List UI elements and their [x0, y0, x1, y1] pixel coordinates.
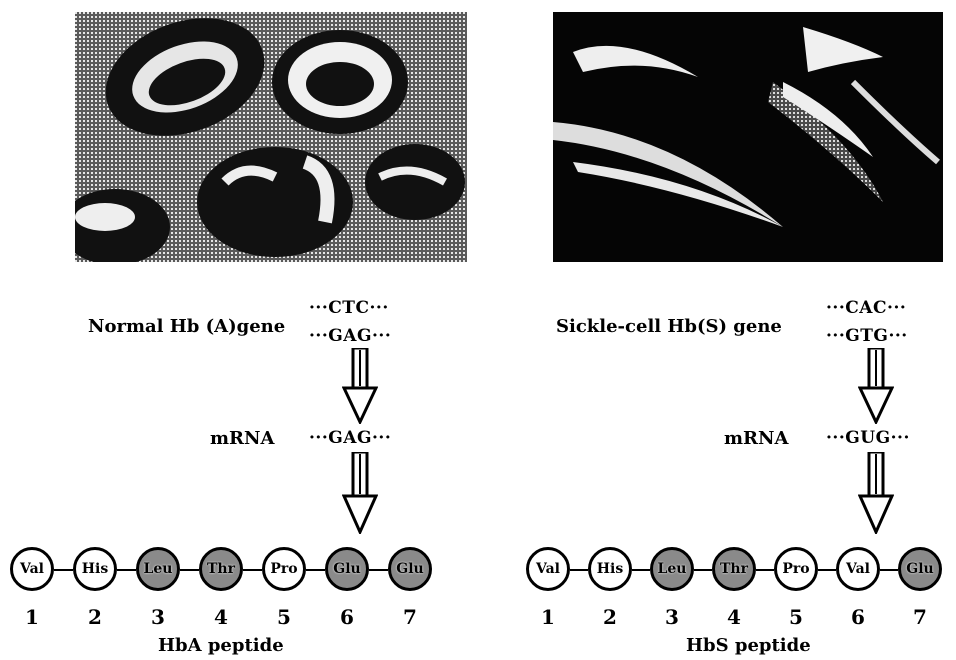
- amino-acid-residue: Val: [526, 547, 570, 591]
- codon-text: CAC: [845, 298, 887, 318]
- codon-text: GTG: [845, 326, 888, 346]
- hbs-caption: HbS peptide: [686, 635, 811, 656]
- residue-position-number: 4: [199, 605, 243, 629]
- translation-arrow: [858, 452, 894, 534]
- sickle-dna-bottom-strand: ···GTG···: [826, 326, 908, 346]
- strand-dots: ···: [826, 298, 845, 318]
- residue-name: Glu: [396, 561, 423, 577]
- sickle-mrna-label: mRNA: [724, 428, 788, 449]
- peptide-bond: [632, 569, 650, 571]
- normal-dna-bottom-strand: ···GAG···: [309, 326, 391, 346]
- transcription-arrow: [342, 348, 378, 424]
- sickle-hb-panel: Sickle-cell Hb(S) gene ···CAC··· ···GTG·…: [478, 0, 956, 660]
- peptide-bond: [54, 569, 73, 571]
- residue-position-number: 5: [774, 605, 818, 629]
- strand-dots: ···: [372, 428, 391, 448]
- residue-name: Leu: [658, 561, 687, 577]
- amino-acid-residue: Leu: [136, 547, 180, 591]
- residue-position-number: 4: [712, 605, 756, 629]
- peptide-bond: [756, 569, 774, 571]
- hbs-peptide-chain: Val His Leu Thr Pro Val Glu: [526, 547, 956, 593]
- peptide-bond: [880, 569, 898, 571]
- residue-name: Glu: [906, 561, 933, 577]
- strand-dots: ···: [372, 326, 391, 346]
- peptide-bond: [818, 569, 836, 571]
- residue-name: His: [597, 561, 623, 577]
- hba-caption: HbA peptide: [158, 635, 284, 656]
- amino-acid-residue: Pro: [262, 547, 306, 591]
- strand-dots: ···: [888, 326, 907, 346]
- sickle-gene-label: Sickle-cell Hb(S) gene: [556, 316, 782, 337]
- residue-position-number: 6: [836, 605, 880, 629]
- codon-text: GUG: [845, 428, 890, 448]
- residue-position-number: 1: [10, 605, 54, 629]
- strand-dots: ···: [887, 298, 906, 318]
- peptide-bond: [180, 569, 199, 571]
- normal-hb-panel: Normal Hb (A)gene ···CTC··· ···GAG··· mR…: [0, 0, 478, 660]
- strand-dots: ···: [826, 326, 845, 346]
- residue-name: Val: [846, 561, 870, 577]
- translation-arrow: [342, 452, 378, 534]
- residue-name: Leu: [144, 561, 173, 577]
- residue-name: Glu: [333, 561, 360, 577]
- normal-red-cells-micrograph: [75, 12, 467, 262]
- strand-dots: ···: [309, 298, 328, 318]
- residue-position-number: 3: [650, 605, 694, 629]
- strand-dots: ···: [826, 428, 845, 448]
- peptide-bond: [369, 569, 388, 571]
- peptide-bond: [694, 569, 712, 571]
- amino-acid-residue: Pro: [774, 547, 818, 591]
- strand-dots: ···: [369, 298, 388, 318]
- amino-acid-residue: Leu: [650, 547, 694, 591]
- strand-dots: ···: [891, 428, 910, 448]
- amino-acid-residue: Thr: [712, 547, 756, 591]
- hba-peptide-chain: Val His Leu Thr Pro Glu Glu: [10, 547, 450, 593]
- normal-gene-label: Normal Hb (A)gene: [88, 316, 285, 337]
- codon-text: GAG: [328, 428, 372, 448]
- residue-name: Thr: [207, 561, 235, 577]
- residue-position-number: 3: [136, 605, 180, 629]
- transcription-arrow: [858, 348, 894, 424]
- codon-text: CTC: [328, 298, 369, 318]
- codon-text: GAG: [328, 326, 372, 346]
- peptide-bond: [306, 569, 325, 571]
- residue-position-number: 1: [526, 605, 570, 629]
- strand-dots: ···: [309, 326, 328, 346]
- peptide-bond: [243, 569, 262, 571]
- sickle-red-cells-micrograph: [553, 12, 943, 262]
- residue-position-number: 2: [588, 605, 632, 629]
- residue-name: Pro: [782, 561, 809, 577]
- sickle-mrna-codon: ···GUG···: [826, 428, 910, 448]
- amino-acid-residue: Val: [836, 547, 880, 591]
- amino-acid-residue: His: [588, 547, 632, 591]
- residue-position-number: 5: [262, 605, 306, 629]
- normal-mrna-label: mRNA: [210, 428, 274, 449]
- amino-acid-residue: Thr: [199, 547, 243, 591]
- residue-position-number: 7: [898, 605, 942, 629]
- residue-name: His: [82, 561, 108, 577]
- peptide-bond: [570, 569, 588, 571]
- residue-name: Thr: [720, 561, 748, 577]
- normal-mrna-codon: ···GAG···: [309, 428, 391, 448]
- amino-acid-residue: Glu: [325, 547, 369, 591]
- peptide-bond: [117, 569, 136, 571]
- residue-name: Val: [536, 561, 560, 577]
- normal-dna-top-strand: ···CTC···: [309, 298, 389, 318]
- residue-name: Pro: [270, 561, 297, 577]
- amino-acid-residue: Glu: [898, 547, 942, 591]
- residue-position-number: 7: [388, 605, 432, 629]
- amino-acid-residue: Val: [10, 547, 54, 591]
- amino-acid-residue: Glu: [388, 547, 432, 591]
- residue-name: Val: [20, 561, 44, 577]
- amino-acid-residue: His: [73, 547, 117, 591]
- sickle-dna-top-strand: ···CAC···: [826, 298, 906, 318]
- residue-position-number: 6: [325, 605, 369, 629]
- residue-position-number: 2: [73, 605, 117, 629]
- strand-dots: ···: [309, 428, 328, 448]
